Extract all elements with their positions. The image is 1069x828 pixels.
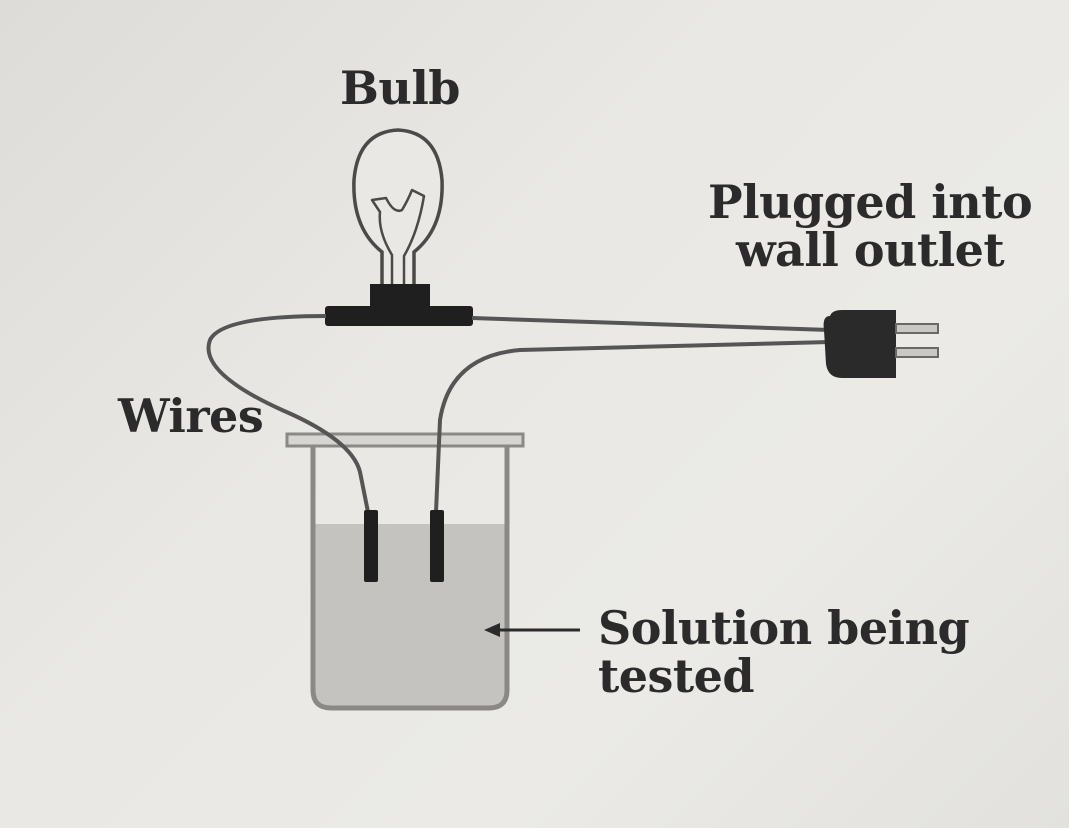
label-bulb: Bulb	[340, 61, 460, 115]
label-solution-line2: tested	[598, 649, 755, 704]
beaker-rim	[285, 432, 525, 448]
bulb-filament	[370, 188, 426, 284]
wire-plug-to-electrode	[434, 340, 831, 513]
plug-prong-top	[895, 323, 939, 334]
solution-arrow-head	[484, 623, 500, 637]
label-plugged-into-wall-outlet: Plugged into wall outlet	[708, 175, 1033, 278]
electrode-right	[430, 510, 444, 582]
plug-prong-bottom	[895, 347, 939, 358]
bulb-glass	[352, 128, 444, 288]
label-wires: Wires	[118, 389, 264, 443]
label-plug-line2: wall outlet	[735, 223, 1005, 278]
wire-top-to-plug	[471, 316, 831, 332]
solution-liquid	[313, 524, 507, 708]
label-plug-line1: Plugged into	[708, 175, 1033, 229]
plug-body	[823, 310, 896, 378]
bulb-socket-base	[325, 306, 473, 326]
bulb-socket-top	[370, 284, 430, 308]
label-solution-being-tested: Solution being tested	[598, 601, 970, 704]
label-solution-line1: Solution being	[598, 601, 970, 655]
beaker	[300, 440, 520, 711]
wire-left	[206, 314, 370, 513]
electrode-left	[364, 510, 378, 582]
